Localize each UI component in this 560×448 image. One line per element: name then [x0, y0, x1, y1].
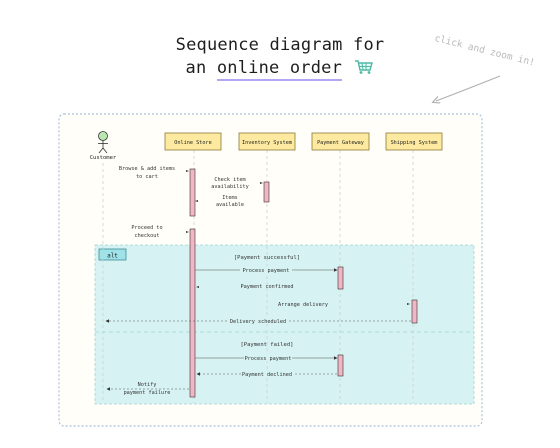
- payment-actor-label: Payment Gateway: [317, 140, 364, 146]
- note-checkout-line-1: Proceed to: [131, 225, 162, 231]
- msg-delivery-scheduled-bg: [229, 317, 287, 324]
- msg-notify-line-2: payment failure: [124, 390, 171, 396]
- msg-arrange-delivery: Arrange delivery: [278, 302, 328, 308]
- note-available-line-2: available: [216, 202, 244, 208]
- arrow-tip-check: [260, 182, 263, 184]
- msg-process-payment-1-bg: [240, 266, 292, 273]
- shopping-cart-icon: [355, 60, 374, 74]
- msg-process-payment-1: Process payment: [243, 268, 290, 274]
- store-activation-2: [189, 228, 196, 398]
- note-browse-line-2: to cart: [136, 174, 158, 180]
- note-checkout-line-2: checkout: [135, 233, 160, 239]
- msg-payment-declined: Payment declined: [242, 372, 292, 378]
- note-browse-line-1: Browse & add items: [119, 166, 175, 172]
- title-text-1: Sequence diagram for: [175, 35, 385, 55]
- payment-activation-1: [337, 266, 344, 290]
- title-prefix: an: [185, 58, 217, 78]
- store-activation-1: [189, 168, 196, 217]
- shipping-actor-box: [385, 132, 443, 151]
- alt-tag-label: alt: [107, 253, 118, 260]
- msg-payment-confirmed: Payment confirmed: [240, 284, 293, 290]
- customer-label: Customer: [90, 155, 117, 161]
- payment-actor-box: [311, 132, 370, 151]
- diagram-title-line-2: an online order: [0, 58, 560, 81]
- msg-delivery-scheduled: Delivery scheduled: [230, 319, 286, 325]
- store-actor-label: Online Store: [174, 140, 211, 146]
- msg-payment-declined-bg: [241, 370, 293, 377]
- msg-process-payment-2: Process payment: [245, 356, 292, 362]
- customer-head: [98, 131, 108, 141]
- arrow-tip-browse: [186, 170, 189, 172]
- note-available-line-1: Items: [222, 195, 238, 201]
- note-check-line-1: Check item: [214, 177, 245, 183]
- payment-activation-2: [337, 354, 344, 377]
- shipping-actor-label: Shipping System: [391, 140, 438, 146]
- customer-actor: Customer: [90, 131, 117, 161]
- arrow-tip-checkout: [186, 231, 189, 233]
- title-emphasis: online order: [216, 58, 343, 81]
- inventory-activation: [263, 181, 270, 203]
- arrow-tip-arrange: [407, 303, 410, 305]
- msg-notify-line-1: Notify: [138, 382, 157, 388]
- inventory-actor-box: [238, 132, 296, 151]
- msg-process-payment-2-bg: [244, 354, 292, 361]
- alt-tag: [98, 248, 127, 261]
- inventory-actor-label: Inventory System: [242, 140, 292, 146]
- shipping-activation: [411, 299, 418, 324]
- arrow-tip-confirmed: [196, 286, 199, 288]
- diagram-title-line-1: Sequence diagram for: [0, 35, 560, 55]
- store-actor-box: [164, 132, 222, 151]
- note-check-line-2: availability: [211, 184, 248, 190]
- hint-arrow: [436, 75, 501, 101]
- arrow-tip-available: [195, 200, 198, 202]
